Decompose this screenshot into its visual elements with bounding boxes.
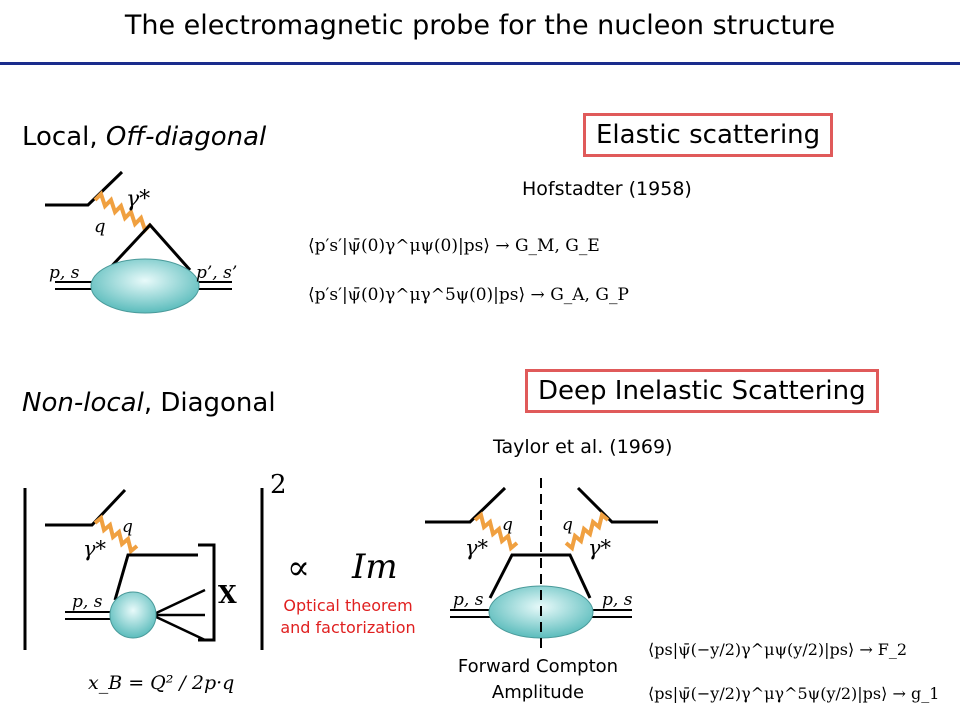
cross-symbol: X <box>218 580 237 609</box>
elastic-heading-offdiagonal: Off-diagonal <box>105 122 267 152</box>
optical-theorem-line1: Optical theorem <box>283 596 413 615</box>
dis-left-nucleon-blob <box>109 591 157 639</box>
f2-equation: ⟨ps|ψ̄(−y/2)γ^μψ(y/2)|ps⟩ → F_2 <box>648 640 908 659</box>
elastic-scattering-box: Elastic scattering <box>583 113 834 157</box>
elastic-incoming-lepton <box>45 170 124 207</box>
compton-photon-left-label: γ* <box>465 536 489 560</box>
dis-left-q-label: q <box>122 517 133 537</box>
square-exponent: 2 <box>270 470 287 500</box>
dis-heading: Non-local, Diagonal <box>22 388 276 418</box>
page-title: The electromagnetic probe for the nucleo… <box>124 10 836 41</box>
elastic-final-state-label: p’, s’ <box>196 263 238 283</box>
dis-left-photon-label: γ* <box>83 537 107 561</box>
title-underline <box>0 62 960 65</box>
dis-box: Deep Inelastic Scattering <box>525 369 879 413</box>
elastic-q-label: q <box>94 216 106 237</box>
elastic-photon <box>93 190 153 234</box>
compton-initial-state-label: p, s <box>453 590 484 610</box>
cut-bracket <box>198 543 216 642</box>
compton-lepton-right <box>576 486 658 524</box>
g1-equation: ⟨ps|ψ̄(−y/2)γ^μγ^5ψ(y/2)|ps⟩ → g_1 <box>648 684 940 703</box>
elastic-heading-local: Local, <box>22 122 106 152</box>
compton-photon-left <box>473 511 519 552</box>
compton-final-state-label: p, s <box>602 590 633 610</box>
compton-photon-right-label: γ* <box>588 536 612 560</box>
elastic-diagram <box>45 170 232 314</box>
dis-left-quark <box>113 553 198 601</box>
elastic-photon-label: γ* <box>126 187 151 212</box>
dis-left-lepton <box>45 488 127 527</box>
optical-theorem-note: Optical theorem and factorization <box>258 595 438 639</box>
elastic-heading: Local, Off-diagonal <box>22 122 266 152</box>
forward-compton-caption: Forward Compton Amplitude <box>432 654 644 706</box>
hofstadter-reference: Hofstadter (1958) <box>522 178 692 200</box>
imaginary-part-label: Im <box>352 547 398 587</box>
forward-compton-line1: Forward Compton <box>457 656 619 677</box>
dis-heading-diagonal: , Diagonal <box>143 388 276 418</box>
compton-q-right-label: q <box>562 515 573 535</box>
compton-lepton-left <box>425 486 507 524</box>
compton-q-left-label: q <box>502 515 513 535</box>
vector-current-equation: ⟨p′s′|ψ̄(0)γ^μψ(0)|ps⟩ → G_M, G_E <box>308 236 600 256</box>
elastic-nucleon-blob <box>90 258 200 314</box>
dis-heading-nonlocal: Non-local <box>22 388 144 418</box>
compton-photon-right <box>564 511 610 552</box>
dis-left-fragments <box>151 588 206 642</box>
compton-quark-lines <box>488 553 592 599</box>
elastic-initial-state-label: p, s <box>49 263 80 283</box>
proportional-symbol: ∝ <box>287 548 311 588</box>
dis-left-state-label: p, s <box>72 592 103 612</box>
forward-compton-line2: Amplitude <box>491 682 585 703</box>
compton-diagram <box>425 478 658 648</box>
axial-current-equation: ⟨p′s′|ψ̄(0)γ^μγ^5ψ(0)|ps⟩ → G_A, G_P <box>308 285 629 305</box>
taylor-reference: Taylor et al. (1969) <box>493 436 673 458</box>
elastic-quark-lines <box>106 222 192 272</box>
bjorken-x-formula: x_B = Q² / 2p·q <box>88 672 235 694</box>
optical-theorem-line2: and factorization <box>280 618 416 637</box>
dis-left-diagram <box>23 488 264 650</box>
dis-left-photon <box>93 514 139 555</box>
